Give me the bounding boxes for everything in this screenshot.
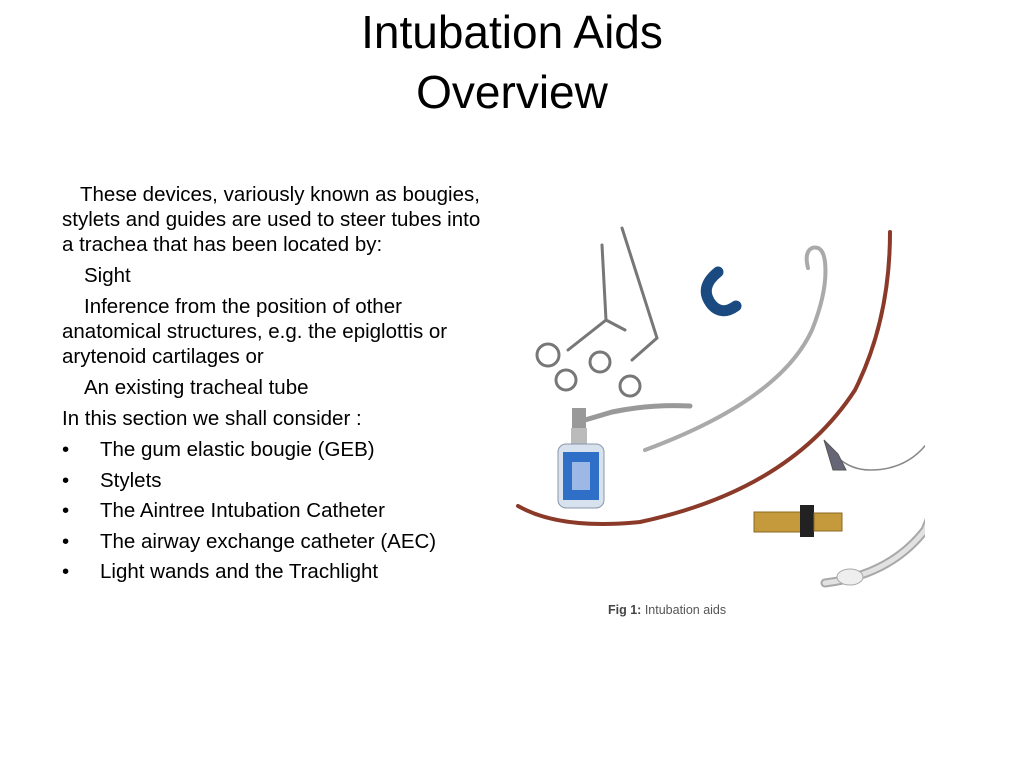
bullet-dot: • (62, 529, 70, 553)
sub-item-sight: Sight (84, 264, 131, 287)
caption-prefix: Fig 1: (608, 603, 642, 617)
list-item: • The airway exchange catheter (AEC) (62, 529, 492, 554)
bullet-dot: • (62, 499, 70, 522)
list-item: • The Aintree Intubation Catheter (62, 498, 492, 523)
bullet-text: The airway exchange catheter (AEC) (100, 529, 437, 553)
list-item: • The gum elastic bougie (GEB) (62, 437, 492, 462)
title-line-2: Overview (416, 66, 608, 118)
consider-label: In this section we shall consider : (62, 407, 362, 430)
caption-text: Intubation aids (641, 603, 727, 617)
bullet-dot: • (62, 468, 70, 492)
title-line-1: Intubation Aids (361, 6, 663, 58)
figure-caption: Fig 1: Intubation aids (608, 603, 726, 617)
intro-paragraph: These devices, variously known as bougie… (62, 183, 481, 256)
bullet-list: • The gum elastic bougie (GEB) • Stylets •… (62, 437, 492, 584)
bougie-icon (516, 230, 892, 526)
forceps-icon (535, 226, 659, 398)
bullet-text: Light wands and the Trachlight (100, 560, 379, 583)
sub-item-inference: Inference from the position of other ana… (62, 295, 448, 368)
bite-block-icon (700, 266, 742, 317)
bullet-text: The gum elastic bougie (GEB) (100, 438, 375, 461)
tracheal-tube-icon (820, 439, 925, 588)
bullet-dot: • (62, 438, 70, 461)
stylet-icon (643, 245, 828, 452)
intubation-aids-figure (516, 226, 925, 588)
spray-bottle-icon (557, 403, 693, 509)
body-text: These devices, variously known as bougie… (62, 182, 492, 590)
slide-title: Intubation Aids Overview (0, 2, 1024, 122)
sub-item-existing-tube: An existing tracheal tube (84, 376, 309, 399)
bullet-dot: • (62, 560, 70, 583)
list-item: • Light wands and the Trachlight (62, 559, 492, 584)
bullet-text: The Aintree Intubation Catheter (100, 499, 385, 522)
connector-icon (753, 505, 843, 537)
list-item: • Stylets (62, 468, 492, 493)
bullet-text: Stylets (100, 468, 162, 492)
